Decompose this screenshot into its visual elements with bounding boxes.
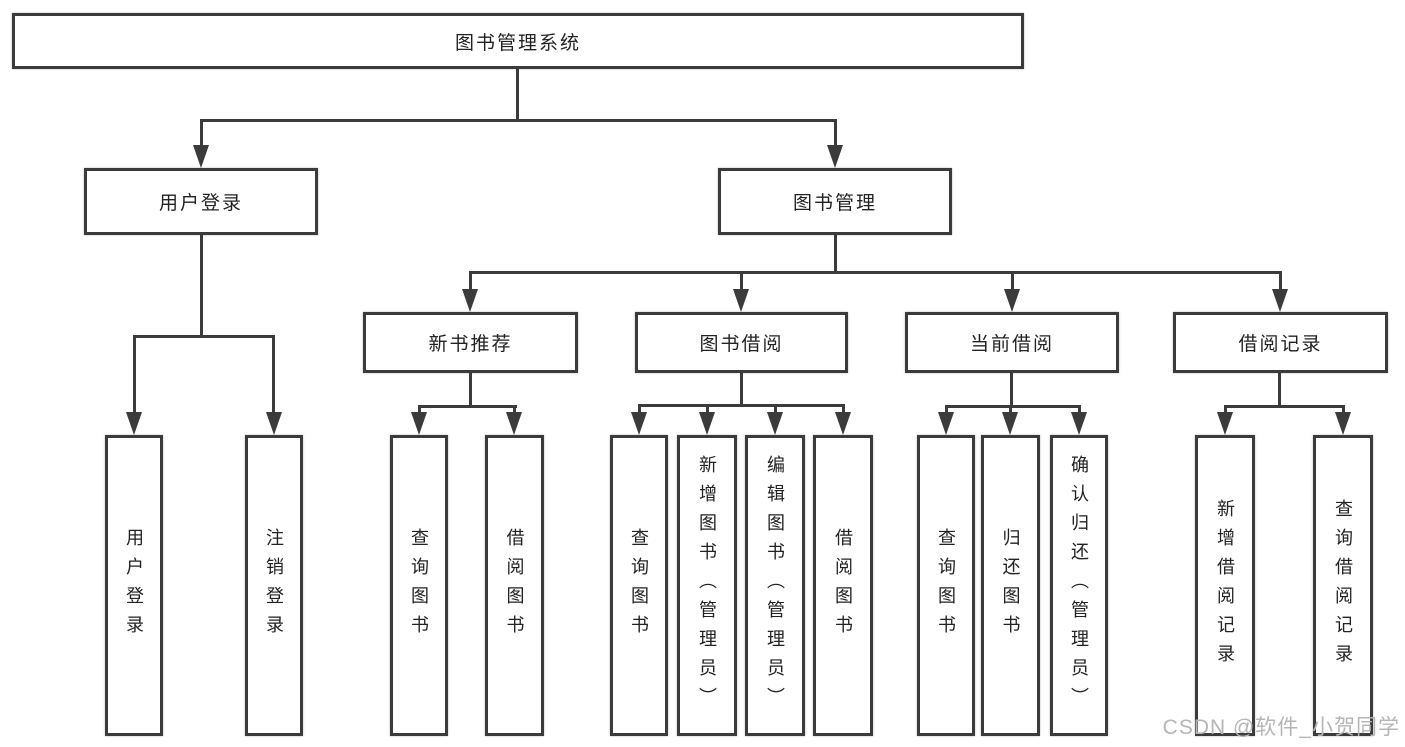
arrowhead-e2 bbox=[1335, 412, 1351, 435]
connector-stem-book-management bbox=[834, 119, 837, 148]
leaf-query-books-recommend: 查询图书 bbox=[390, 435, 448, 736]
arrowhead-c3 bbox=[767, 412, 783, 435]
connector-current-vertical bbox=[1010, 373, 1013, 407]
connector-bookmgmt-vertical bbox=[834, 235, 837, 273]
connector-stem-leaf-login bbox=[133, 335, 136, 415]
connector-recommend-horizontal bbox=[418, 405, 517, 408]
arrowhead-leaf-login bbox=[126, 412, 142, 435]
arrowhead-c4 bbox=[835, 412, 851, 435]
connector-records-vertical bbox=[1278, 373, 1281, 407]
node-book-borrowing: 图书借阅 bbox=[635, 312, 848, 373]
arrowhead-b1 bbox=[411, 412, 427, 435]
connector-stem-recommendation bbox=[469, 271, 472, 292]
connector-stem-e2 bbox=[1342, 405, 1345, 417]
connector-stem-c2 bbox=[706, 404, 709, 417]
arrowhead-borrowing bbox=[733, 289, 749, 312]
connector-stem-current bbox=[1011, 271, 1014, 292]
connector-stem-user-login bbox=[200, 119, 203, 148]
arrowhead-recommendation bbox=[462, 289, 478, 312]
node-book-management: 图书管理 bbox=[718, 168, 952, 235]
leaf-return-books: 归还图书 bbox=[981, 435, 1040, 736]
connector-stem-e1 bbox=[1224, 405, 1227, 417]
connector-stem-leaf-logout bbox=[272, 335, 275, 415]
leaf-add-books-admin: 新增图书（管理员） bbox=[677, 435, 737, 736]
leaf-add-borrow-record: 新增借阅记录 bbox=[1195, 435, 1255, 736]
leaf-borrow-books-recommend: 借阅图书 bbox=[485, 435, 544, 736]
arrowhead-records bbox=[1272, 289, 1288, 312]
arrowhead-e1 bbox=[1217, 412, 1233, 435]
connector-borrowing-vertical bbox=[740, 373, 743, 407]
connector-stem-records bbox=[1279, 271, 1282, 292]
connector-current-horizontal bbox=[945, 405, 1081, 408]
connector-borrowing-horizontal bbox=[638, 404, 845, 407]
connector-stem-c4 bbox=[842, 404, 845, 417]
leaf-borrow-books-borrowing: 借阅图书 bbox=[813, 435, 873, 736]
arrowhead-c1 bbox=[631, 412, 647, 435]
csdn-watermark: CSDN @软件_小贺同学 bbox=[1162, 716, 1400, 739]
connector-stem-b1 bbox=[418, 405, 421, 417]
connector-stem-c3 bbox=[774, 404, 777, 417]
connector-stem-d3 bbox=[1078, 405, 1081, 417]
connector-stem-c1 bbox=[638, 404, 641, 417]
arrowhead-d1 bbox=[938, 412, 954, 435]
connector-stem-d1 bbox=[945, 405, 948, 417]
leaf-confirm-return-admin: 确认归还（管理员） bbox=[1050, 435, 1108, 736]
arrowhead-d2 bbox=[1002, 412, 1018, 435]
connector-bookmgmt-horizontal bbox=[469, 271, 1282, 274]
node-new-book-recommendation: 新书推荐 bbox=[363, 312, 578, 373]
arrowhead-d3 bbox=[1071, 412, 1087, 435]
node-user-login: 用户登录 bbox=[84, 168, 318, 235]
connector-stem-b2 bbox=[513, 405, 516, 417]
leaf-user-login: 用户登录 bbox=[105, 435, 163, 736]
connector-recommend-vertical bbox=[469, 373, 472, 407]
arrowhead-leaf-logout bbox=[266, 412, 282, 435]
leaf-query-books-current: 查询图书 bbox=[917, 435, 975, 736]
connector-userlogin-horizontal bbox=[133, 335, 275, 338]
arrowhead-c2 bbox=[699, 412, 715, 435]
node-current-borrowing: 当前借阅 bbox=[905, 312, 1119, 373]
connector-root-vertical bbox=[516, 69, 519, 121]
leaf-edit-books-admin: 编辑图书（管理员） bbox=[745, 435, 805, 736]
node-library-management-system: 图书管理系统 bbox=[12, 13, 1024, 69]
connector-userlogin-vertical bbox=[200, 235, 203, 335]
connector-stem-borrowing bbox=[740, 271, 743, 292]
node-borrowing-records: 借阅记录 bbox=[1173, 312, 1388, 373]
arrowhead-b2 bbox=[506, 412, 522, 435]
arrowhead-user-login bbox=[193, 145, 209, 168]
leaf-logout-login: 注销登录 bbox=[245, 435, 303, 736]
connector-root-horizontal bbox=[200, 119, 837, 122]
leaf-query-borrow-record: 查询借阅记录 bbox=[1313, 435, 1373, 736]
leaf-query-books-borrowing: 查询图书 bbox=[610, 435, 668, 736]
connector-records-horizontal bbox=[1224, 405, 1345, 408]
arrowhead-book-management bbox=[827, 145, 843, 168]
connector-stem-d2 bbox=[1009, 405, 1012, 417]
arrowhead-current bbox=[1004, 289, 1020, 312]
